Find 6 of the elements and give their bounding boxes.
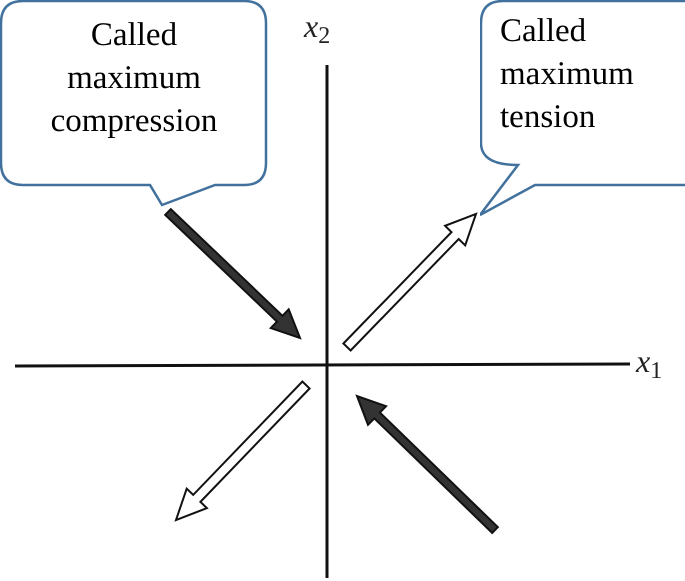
speech-bubble	[480, 0, 685, 217]
axis-label: x$_{2}$	[304, 10, 330, 42]
callout-text: Called maximum tension	[500, 12, 635, 137]
axis-label: x$_{1}$	[636, 345, 662, 377]
callout-text: Called maximum compression	[50, 16, 218, 141]
speech-bubble	[0, 0, 268, 207]
